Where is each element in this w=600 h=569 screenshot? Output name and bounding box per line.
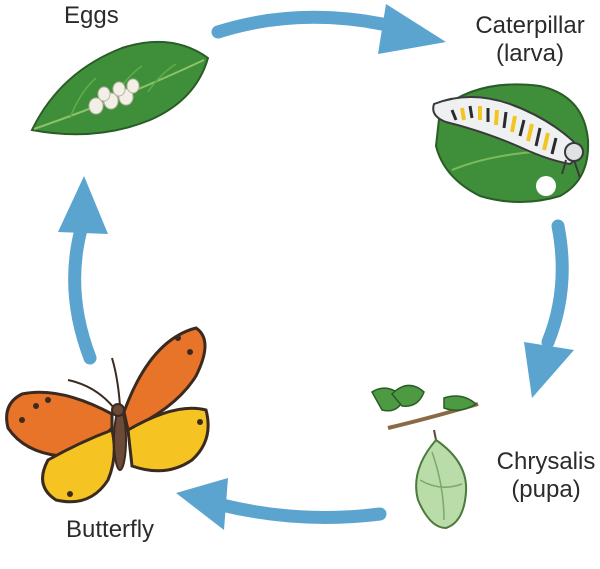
- chrysalis-label: Chrysalis (pupa): [493, 448, 599, 504]
- caterpillar-icon: [432, 83, 590, 203]
- arrow-caterpillar-to-chrysalis: [524, 219, 574, 398]
- leaf-with-eggs-icon: [30, 40, 210, 136]
- arrow-butterfly-to-eggs: [58, 176, 108, 365]
- eggs-label-text: Eggs: [64, 2, 119, 29]
- eggs-label: Eggs: [64, 2, 119, 30]
- arrow-eggs-to-caterpillar: [211, 4, 446, 54]
- caterpillar-label-text: Caterpillar: [475, 12, 585, 39]
- arrow-chrysalis-to-butterfly: [176, 478, 387, 530]
- chrysalis-sublabel-text: (pupa): [511, 476, 581, 503]
- caterpillar-sublabel-text: (larva): [495, 40, 564, 67]
- chrysalis-label-text: Chrysalis: [496, 448, 596, 475]
- butterfly-icon: [5, 326, 210, 504]
- caterpillar-label: Caterpillar (larva): [465, 12, 595, 68]
- egg-cluster: [88, 78, 140, 115]
- butterfly-label-text: Butterfly: [66, 516, 155, 543]
- cycle-arrows: [58, 4, 574, 530]
- chrysalis-icon: [370, 384, 479, 530]
- caterpillar-body: [432, 96, 584, 179]
- butterfly-label: Butterfly: [66, 516, 154, 544]
